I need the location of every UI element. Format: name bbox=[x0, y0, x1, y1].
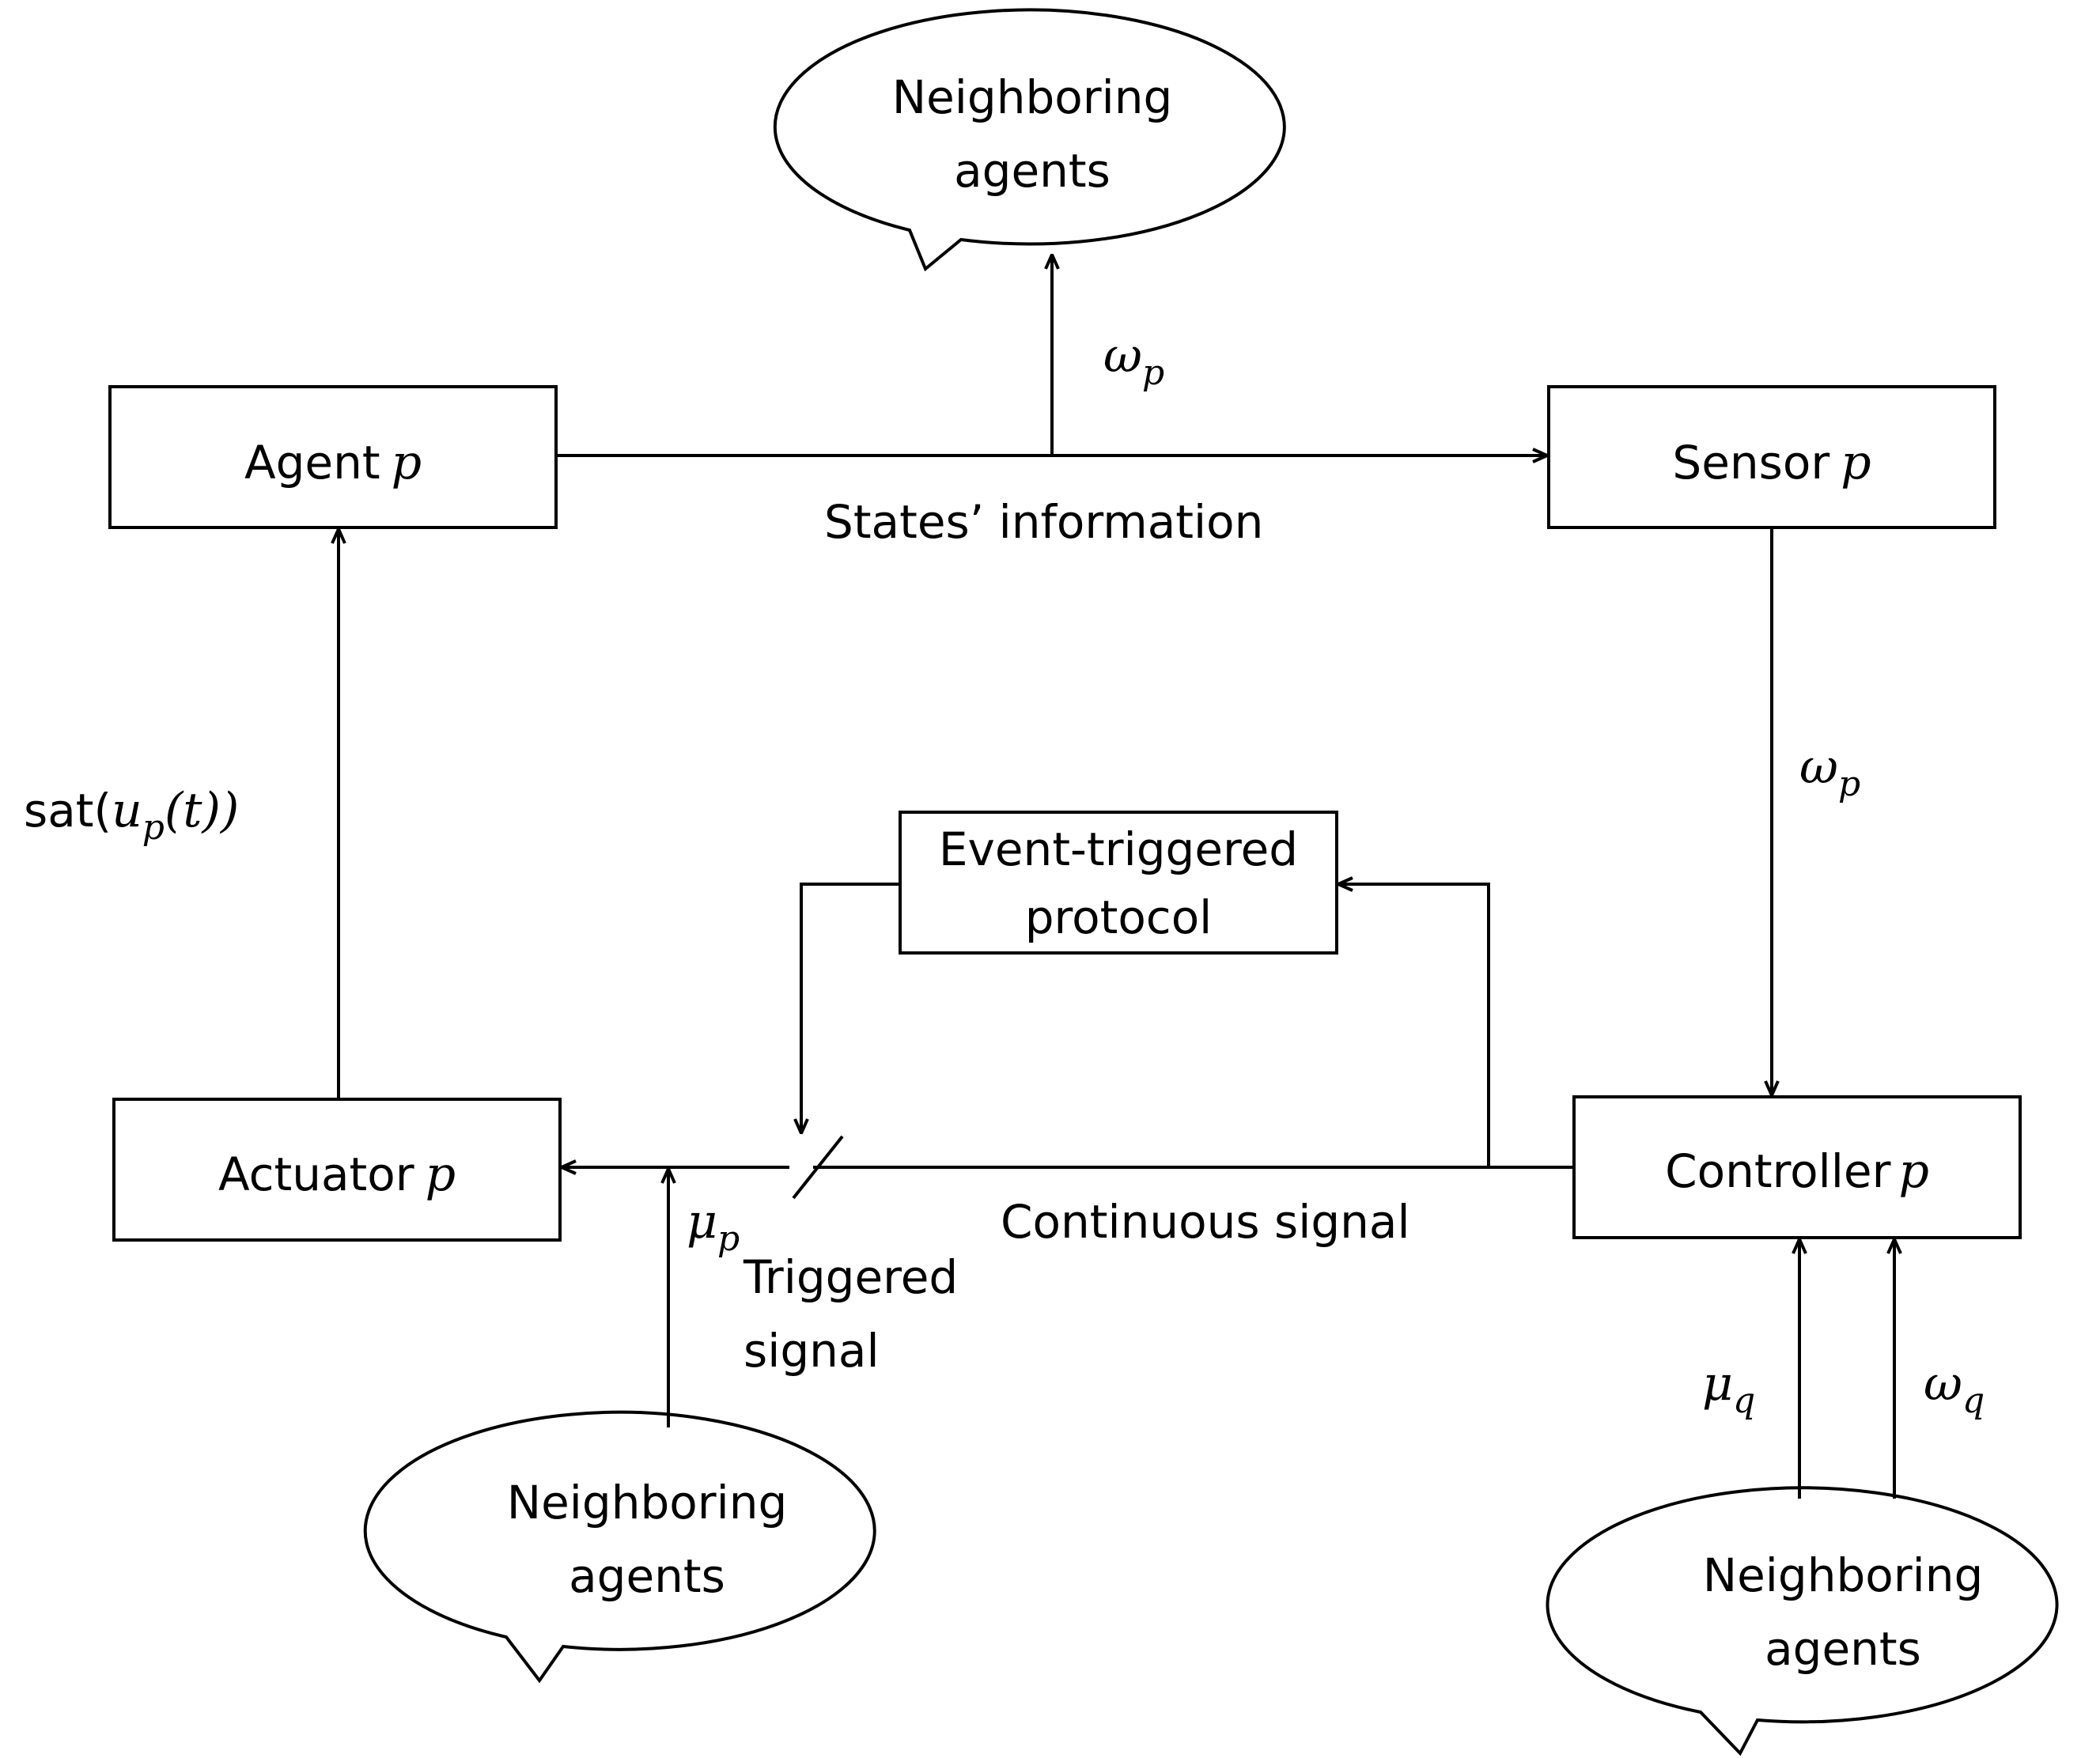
bubble-bottom-left-line1: Neighboring bbox=[507, 1476, 788, 1529]
label-states-information: States’ information bbox=[824, 495, 1263, 549]
label-omega-p-right: ωp bbox=[1799, 739, 1860, 804]
bubble-bottom-right-line1: Neighboring bbox=[1703, 1548, 1984, 1602]
label-triggered-line2: signal bbox=[744, 1324, 880, 1378]
arrow-to-event-protocol bbox=[1338, 884, 1490, 1167]
label-triggered-line1: Triggered bbox=[743, 1250, 958, 1304]
event-trigger-switch bbox=[792, 1135, 844, 1200]
bubble-bottom-right-neighboring-agents: Neighboring agents bbox=[1546, 1486, 2059, 1756]
event-triggered-line2: protocol bbox=[1025, 890, 1213, 944]
arrow-protocol-to-switch bbox=[801, 883, 900, 1133]
label-mu-p: μp bbox=[687, 1194, 740, 1259]
label-omega-p-top: ωp bbox=[1103, 328, 1164, 393]
event-triggered-line1: Event-triggered bbox=[939, 822, 1298, 876]
label-omega-q: ωq bbox=[1924, 1356, 1985, 1421]
bubble-top-line2: agents bbox=[954, 144, 1111, 198]
bubble-top-neighboring-agents: Neighboring agents bbox=[773, 8, 1286, 272]
bubble-bottom-left-line2: agents bbox=[569, 1549, 725, 1603]
label-mu-q: μq bbox=[1702, 1356, 1755, 1421]
bubble-bottom-right-line2: agents bbox=[1765, 1622, 1921, 1676]
bubble-bottom-left-neighboring-agents: Neighboring agents bbox=[363, 1410, 876, 1684]
label-continuous-signal: Continuous signal bbox=[1001, 1195, 1410, 1249]
bubble-top-line1: Neighboring bbox=[892, 70, 1173, 124]
label-sat-up-t: sat(up(t)) bbox=[24, 783, 239, 848]
event-triggered-box: Event-triggered protocol bbox=[899, 811, 1338, 955]
